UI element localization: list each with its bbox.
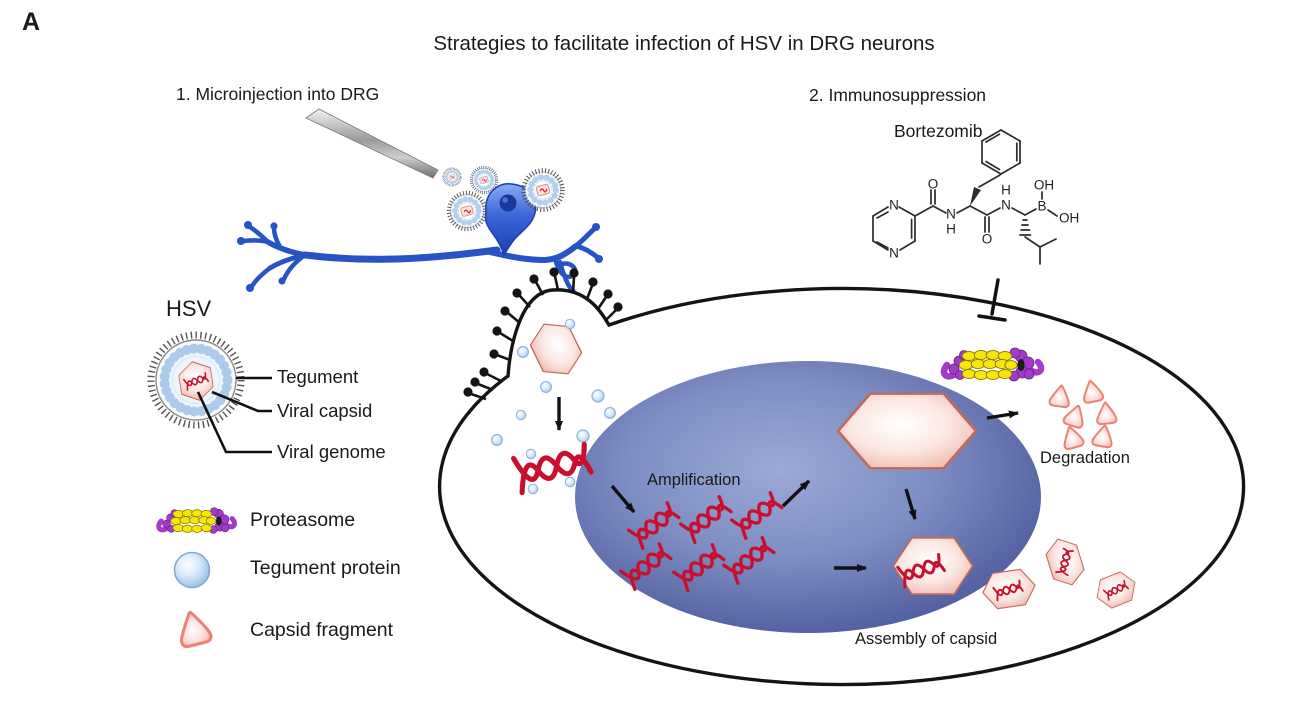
legend-capsid-fragment-label: Capsid fragment xyxy=(250,619,394,641)
strategy-1-label: 1. Microinjection into DRG xyxy=(176,84,380,104)
degradation-arrow xyxy=(986,410,1019,420)
atom-label-ring-n-top: N xyxy=(889,198,899,213)
amplification-label: Amplification xyxy=(647,471,741,489)
drg-neuron xyxy=(237,183,603,295)
bortezomib-structure: N N O N H O H N B OH OH xyxy=(872,129,1079,265)
strategy-2-label: 2. Immunosuppression xyxy=(809,85,987,105)
viral-genome-label: Viral genome xyxy=(277,441,386,462)
atom-label-h2: H xyxy=(1001,183,1011,198)
atom-label-o2: O xyxy=(982,232,993,247)
degradation-label: Degradation xyxy=(1040,449,1130,467)
figure-title: Strategies to facilitate infection of HS… xyxy=(433,32,935,55)
panel-label: A xyxy=(22,8,41,36)
atom-label-b: B xyxy=(1037,199,1046,214)
tegument-protein-icon xyxy=(173,551,211,589)
atom-label-n1: N xyxy=(946,207,956,222)
microinjection-needle-icon xyxy=(305,108,439,179)
atom-label-oh-top: OH xyxy=(1034,178,1054,193)
hsv-particle-icon xyxy=(442,167,462,187)
atom-label-oh-right: OH xyxy=(1059,211,1079,226)
capsid-fragment-icon xyxy=(173,607,214,650)
viral-capsid-label: Viral capsid xyxy=(277,400,373,421)
atom-label-h1: H xyxy=(946,222,956,237)
hsv-virion-diagram xyxy=(147,331,272,454)
legend-proteasome-label: Proteasome xyxy=(250,509,356,531)
legend-tegument-protein-label: Tegument protein xyxy=(250,557,401,579)
process-arrows xyxy=(555,397,1019,572)
hsv-particle-icon xyxy=(449,193,485,229)
inhibition-tbar-icon xyxy=(977,278,1007,322)
assembly-label: Assembly of capsid xyxy=(855,630,998,648)
hsv-label: HSV xyxy=(166,296,212,321)
membrane-spikes-icon xyxy=(463,267,623,401)
packaging-arrow xyxy=(904,488,917,520)
tegument-label: Tegument xyxy=(277,366,359,387)
amplification-arrow-right xyxy=(781,479,811,508)
amplification-arrow-left xyxy=(610,484,636,514)
drug-name-label: Bortezomib xyxy=(894,121,983,141)
atom-label-o1: O xyxy=(928,177,939,192)
neuron-nucleus xyxy=(499,194,517,212)
hsv-particle-icon xyxy=(524,171,563,210)
cell-nucleus xyxy=(575,361,1041,633)
atom-label-n2: N xyxy=(1001,198,1011,213)
atom-label-ring-n-bottom: N xyxy=(889,246,899,261)
proteasome-icon xyxy=(159,508,235,534)
neuron-soma xyxy=(484,183,537,258)
hsv-particle-icon xyxy=(471,167,496,192)
